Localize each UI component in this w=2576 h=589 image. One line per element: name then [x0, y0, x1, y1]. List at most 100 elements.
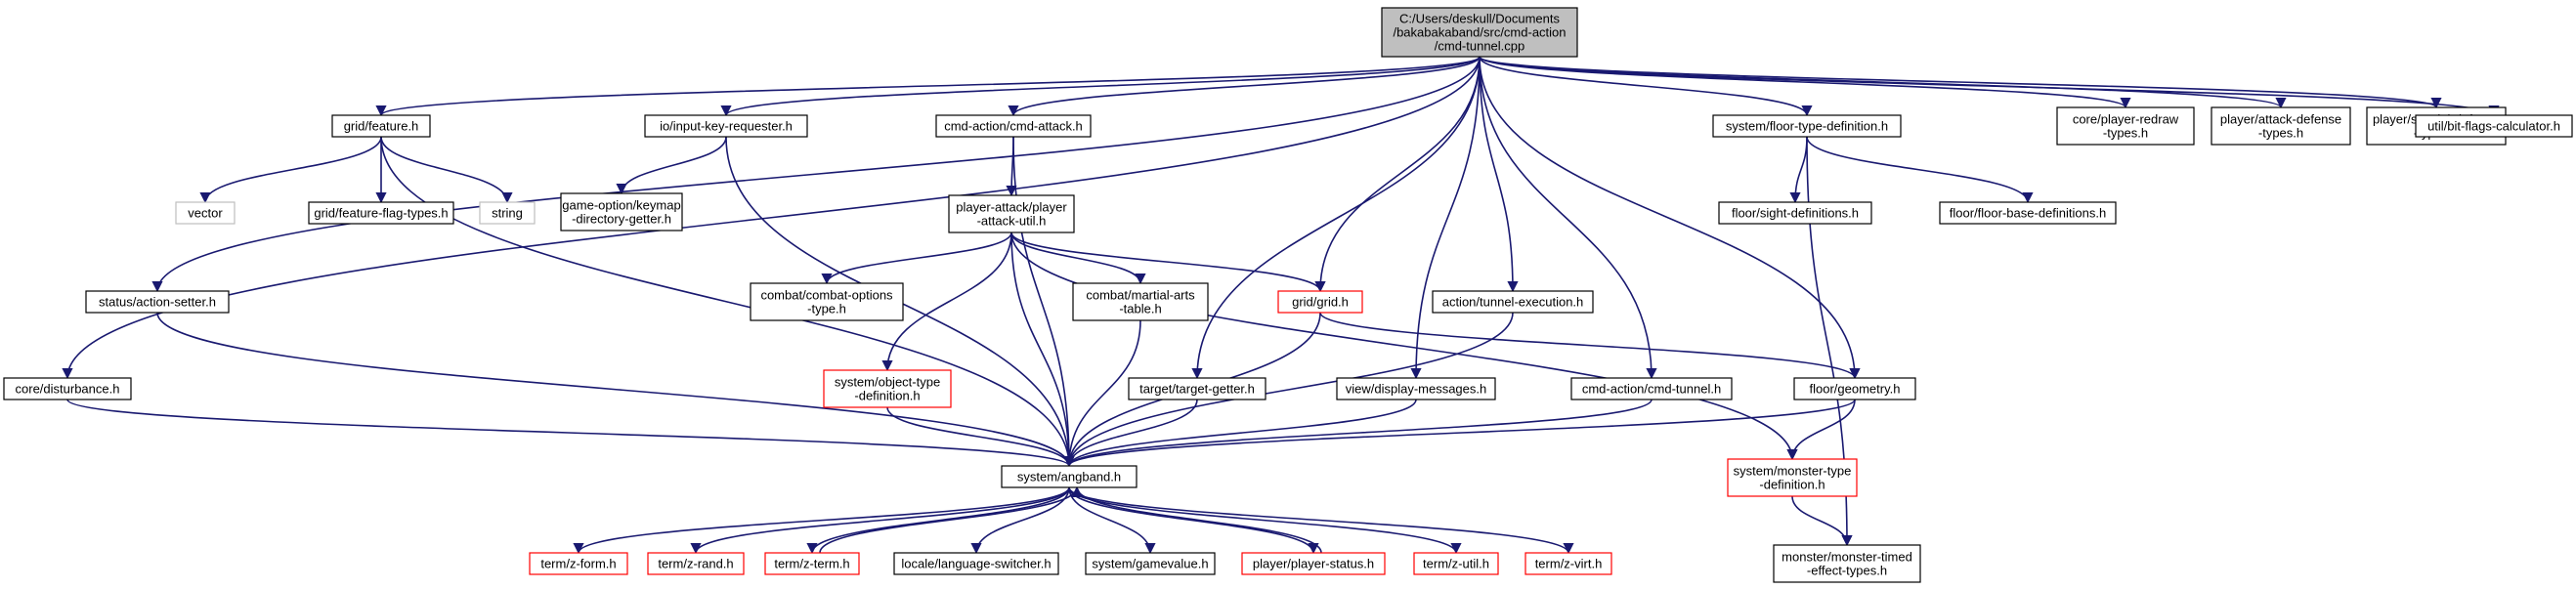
- node-label: C:/Users/deskull/Documents: [1399, 12, 1560, 26]
- node-bit-flags[interactable]: util/bit-flags-calculator.h: [2415, 114, 2573, 138]
- edge-root-to-special-defense: [1479, 56, 2442, 109]
- node-player-redraw[interactable]: core/player-redraw-types.h: [2056, 106, 2195, 146]
- edge-player-attack-util-to-system-angband: [1010, 231, 1075, 468]
- node-box: [3, 377, 132, 400]
- node-label: /cmd-tunnel.cpp: [1435, 39, 1525, 54]
- edge-player-attack-util-to-martial-arts: [1010, 231, 1146, 285]
- node-floor-geometry[interactable]: floor/geometry.h: [1793, 377, 1916, 400]
- nodes-layer: C:/Users/deskull/Documents/bakabakaband/…: [3, 7, 2573, 583]
- node-cmd-attack[interactable]: cmd-action/cmd-attack.h: [935, 114, 1092, 138]
- node-tunnel-execution[interactable]: action/tunnel-execution.h: [1432, 290, 1594, 314]
- node-io-input-key-requester[interactable]: io/input-key-requester.h: [644, 114, 808, 138]
- node-box: [85, 290, 230, 314]
- edge-player-status-to-system-angband: [1071, 485, 1322, 554]
- node-game-option-keymap[interactable]: game-option/keymap-directory-getter.h: [560, 192, 683, 231]
- node-cmd-tunnel-h[interactable]: cmd-action/cmd-tunnel.h: [1570, 377, 1733, 400]
- node-grid-feature[interactable]: grid/feature.h: [331, 114, 431, 138]
- node-box: [764, 552, 860, 575]
- node-label: combat/combat-options: [760, 288, 893, 303]
- node-floor-type-def[interactable]: system/floor-type-definition.h: [1712, 114, 1902, 138]
- node-sight-defs[interactable]: floor/sight-definitions.h: [1718, 201, 1872, 225]
- edge-martial-arts-to-system-angband: [1063, 319, 1141, 468]
- node-attack-defense[interactable]: player/attack-defense-types.h: [2211, 106, 2351, 146]
- node-grid-grid[interactable]: grid/grid.h: [1277, 290, 1363, 314]
- node-status-action-setter[interactable]: status/action-setter.h: [85, 290, 230, 314]
- node-box: [1939, 201, 2117, 225]
- node-combat-options[interactable]: combat/combat-options-type.h: [750, 282, 904, 321]
- node-label: -types.h: [2103, 126, 2148, 141]
- node-gamevalue[interactable]: system/gamevalue.h: [1085, 552, 1216, 575]
- node-box: [1432, 290, 1594, 314]
- node-target-getter[interactable]: target/target-getter.h: [1128, 377, 1267, 400]
- node-box: [1001, 465, 1138, 488]
- node-label: system/gamevalue.h: [1092, 557, 1208, 571]
- node-string[interactable]: string: [479, 201, 536, 225]
- node-box: [1085, 552, 1216, 575]
- edge-system-angband-to-gamevalue: [1068, 486, 1156, 555]
- node-monster-type-def[interactable]: system/monster-type-definition.h: [1727, 458, 1858, 497]
- edge-root-to-target-getter: [1191, 56, 1481, 380]
- edge-core-disturbance-to-system-angband: [66, 399, 1075, 468]
- node-player-status[interactable]: player/player-status.h: [1241, 552, 1386, 575]
- edge-system-angband-to-z-util: [1068, 486, 1462, 555]
- node-box: [1773, 544, 1921, 583]
- node-system-angband[interactable]: system/angband.h: [1001, 465, 1138, 488]
- node-box: [331, 114, 431, 138]
- node-z-virt[interactable]: term/z-virt.h: [1524, 552, 1612, 575]
- node-box: [175, 201, 236, 225]
- node-label: term/z-util.h: [1423, 557, 1489, 571]
- node-label: floor/geometry.h: [1810, 382, 1901, 397]
- edge-root-to-io-input-key-requester: [720, 56, 1481, 117]
- node-label: -type.h: [807, 302, 846, 316]
- node-language-switcher[interactable]: locale/language-switcher.h: [893, 552, 1059, 575]
- node-label: -effect-types.h: [1807, 564, 1887, 578]
- node-label: combat/martial-arts: [1086, 288, 1195, 303]
- node-martial-arts[interactable]: combat/martial-arts-table.h: [1072, 282, 1209, 321]
- edge-system-angband-to-z-virt: [1068, 486, 1574, 555]
- edge-root-to-status-action-setter: [151, 56, 1481, 293]
- edge-monster-type-def-to-monster-timed-effect: [1791, 495, 1853, 547]
- node-z-form[interactable]: term/z-form.h: [529, 552, 628, 575]
- node-player-attack-util[interactable]: player-attack/player-attack-util.h: [948, 194, 1075, 233]
- node-label: term/z-term.h: [774, 557, 849, 571]
- node-z-util[interactable]: term/z-util.h: [1413, 552, 1499, 575]
- node-box: [1570, 377, 1733, 400]
- edge-system-angband-to-player-status: [1068, 486, 1319, 555]
- node-box: [647, 552, 745, 575]
- edge-object-type-def-to-system-angband: [886, 406, 1075, 468]
- node-label: util/bit-flags-calculator.h: [2427, 119, 2560, 134]
- edge-root-to-grid-feature: [375, 56, 1481, 117]
- node-label: core/player-redraw: [2073, 112, 2179, 127]
- node-box: [2415, 114, 2573, 138]
- edge-root-to-core-disturbance: [62, 56, 1481, 380]
- edge-cmd-tunnel-h-to-system-angband: [1063, 399, 1653, 468]
- node-grid-feature-flag-types[interactable]: grid/feature-flag-types.h: [308, 201, 454, 225]
- node-floor-base-defs[interactable]: floor/floor-base-definitions.h: [1939, 201, 2117, 225]
- node-object-type-def[interactable]: system/object-type-definition.h: [823, 369, 952, 408]
- node-box: [1072, 282, 1209, 321]
- node-label: vector: [188, 206, 223, 221]
- node-z-term[interactable]: term/z-term.h: [764, 552, 860, 575]
- node-label: target/target-getter.h: [1139, 382, 1255, 397]
- node-label: floor/floor-base-definitions.h: [1950, 206, 2106, 221]
- node-label: -definition.h: [854, 389, 920, 403]
- node-monster-timed-effect[interactable]: monster/monster-timed-effect-types.h: [1773, 544, 1921, 583]
- node-label: grid/grid.h: [1292, 295, 1349, 310]
- node-box: [1727, 458, 1858, 497]
- node-label: -directory-getter.h: [572, 212, 671, 227]
- node-core-disturbance[interactable]: core/disturbance.h: [3, 377, 132, 400]
- node-label: player-attack/player: [956, 200, 1067, 215]
- node-label: term/z-virt.h: [1535, 557, 1603, 571]
- edge-grid-grid-to-floor-geometry: [1319, 312, 1861, 380]
- node-z-rand[interactable]: term/z-rand.h: [647, 552, 745, 575]
- node-vector[interactable]: vector: [175, 201, 236, 225]
- node-label: grid/feature-flag-types.h: [314, 206, 448, 221]
- node-label: view/display-messages.h: [1346, 382, 1487, 397]
- node-label: system/object-type: [835, 375, 940, 390]
- node-root[interactable]: C:/Users/deskull/Documents/bakabakaband/…: [1381, 7, 1578, 58]
- edge-z-term-to-system-angband: [819, 485, 1083, 554]
- node-box: [750, 282, 904, 321]
- node-box: [1128, 377, 1267, 400]
- node-view-display-messages[interactable]: view/display-messages.h: [1336, 377, 1496, 400]
- edge-root-to-floor-type-def: [1479, 56, 1813, 117]
